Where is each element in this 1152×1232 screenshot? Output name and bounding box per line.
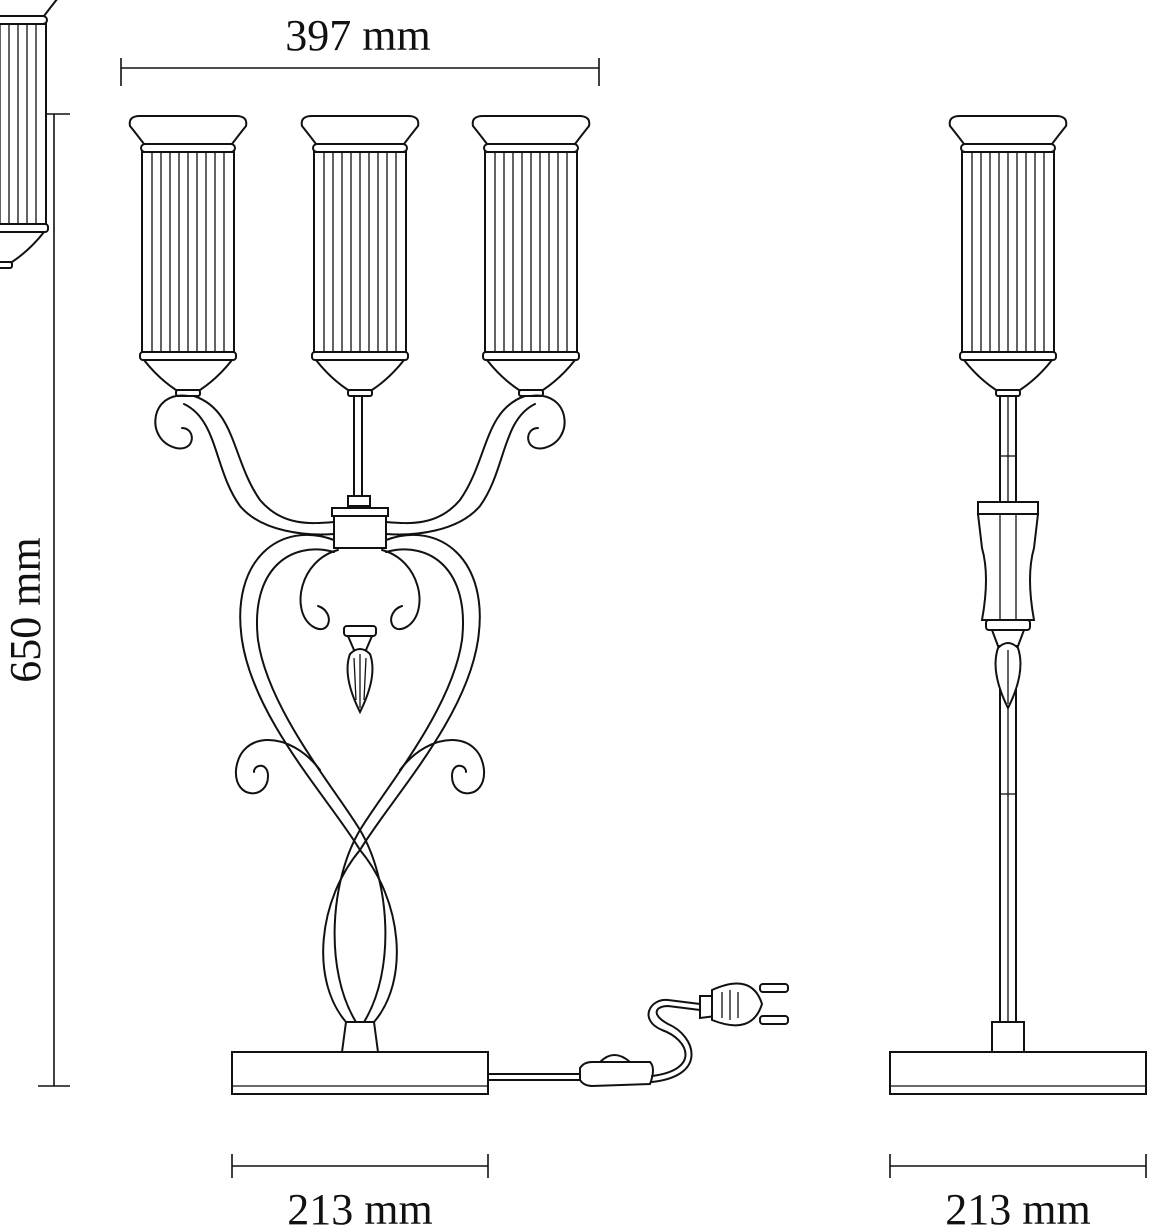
dimension-label-top-width: 397 mm [285, 11, 430, 60]
dimension-front-base: 213 mm [231, 1154, 489, 1232]
dimension-label-front-base: 213 mm [287, 1185, 432, 1232]
dimension-label-height: 650 mm [1, 537, 50, 682]
dimension-height: 650 mm [1, 113, 70, 1087]
dimension-top-width: 397 mm [120, 11, 600, 86]
front-view [0, 0, 789, 1095]
side-view [889, 115, 1147, 1095]
dimension-side-base: 213 mm [889, 1154, 1147, 1232]
dimension-label-side-base: 213 mm [945, 1185, 1090, 1232]
lamp-shade [0, 0, 58, 269]
